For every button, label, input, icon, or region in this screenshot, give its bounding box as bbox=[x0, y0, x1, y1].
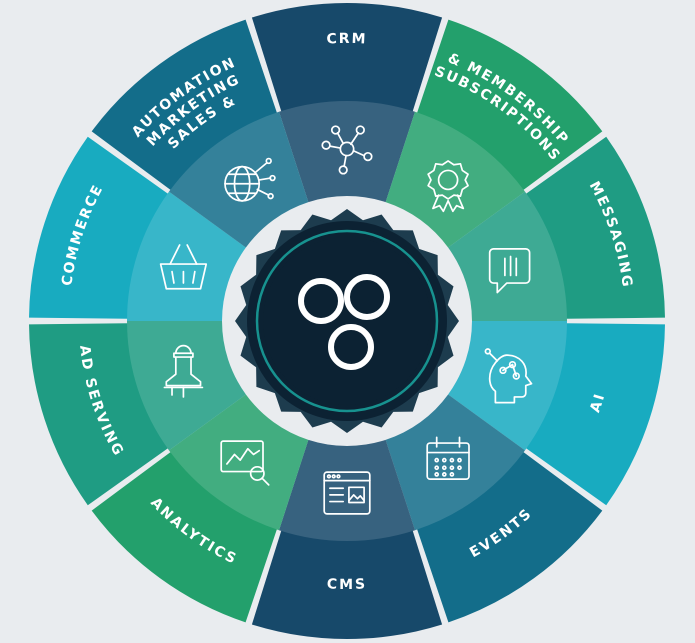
segment-inner-cms bbox=[279, 439, 415, 541]
segment-messaging bbox=[525, 136, 665, 319]
three-rings-logo-icon bbox=[298, 274, 390, 370]
segment-ai bbox=[525, 323, 665, 506]
ai-head-icon bbox=[484, 348, 533, 404]
segment-inner-subscriptions bbox=[385, 111, 525, 248]
chat-bubble-icon bbox=[488, 247, 531, 294]
megaphone-icon bbox=[163, 344, 204, 398]
hub-accent-ring bbox=[255, 229, 439, 413]
analytics-chart-icon bbox=[220, 440, 270, 486]
network-icon bbox=[321, 125, 373, 175]
segment-analytics bbox=[91, 451, 278, 623]
segment-inner-tint-cms bbox=[279, 439, 415, 541]
hub-inner bbox=[263, 237, 431, 405]
segment-inner-tint-sales-marketing bbox=[169, 111, 309, 248]
segment-events bbox=[416, 451, 603, 623]
segment-inner-tint-analytics bbox=[169, 394, 309, 531]
globe-nodes-icon bbox=[224, 157, 276, 202]
center-hub bbox=[235, 209, 459, 433]
segment-inner-tint-ai bbox=[448, 321, 567, 451]
segment-crm bbox=[251, 3, 443, 113]
segment-inner-tint-crm bbox=[279, 101, 415, 203]
segment-inner-analytics bbox=[169, 394, 309, 531]
calendar-icon bbox=[426, 436, 470, 481]
browser-window-icon bbox=[323, 471, 371, 515]
wheel-icons bbox=[159, 125, 533, 515]
segment-inner-ai bbox=[448, 321, 567, 451]
award-badge-icon bbox=[427, 160, 469, 213]
segment-commerce bbox=[29, 136, 169, 319]
segment-ad-serving bbox=[29, 323, 169, 506]
segment-cms bbox=[251, 529, 443, 639]
segment-label-ai: AI bbox=[587, 391, 608, 415]
segment-inner-messaging bbox=[448, 191, 567, 321]
segment-label-cms: CMS bbox=[326, 576, 367, 593]
segment-inner-events bbox=[385, 394, 525, 531]
segment-inner-tint-messaging bbox=[448, 191, 567, 321]
segment-inner-crm bbox=[279, 101, 415, 203]
segment-inner-tint-subscriptions bbox=[385, 111, 525, 248]
wheel-segments bbox=[29, 3, 665, 639]
shopping-basket-icon bbox=[159, 244, 208, 290]
segment-sales-marketing bbox=[91, 19, 278, 191]
segment-label-crm: CRM bbox=[326, 31, 368, 48]
segment-inner-tint-commerce bbox=[127, 191, 246, 321]
segment-subscriptions bbox=[416, 19, 603, 191]
segment-inner-tint-events bbox=[385, 394, 525, 531]
segment-inner-sales-marketing bbox=[169, 111, 309, 248]
segment-inner-commerce bbox=[127, 191, 246, 321]
